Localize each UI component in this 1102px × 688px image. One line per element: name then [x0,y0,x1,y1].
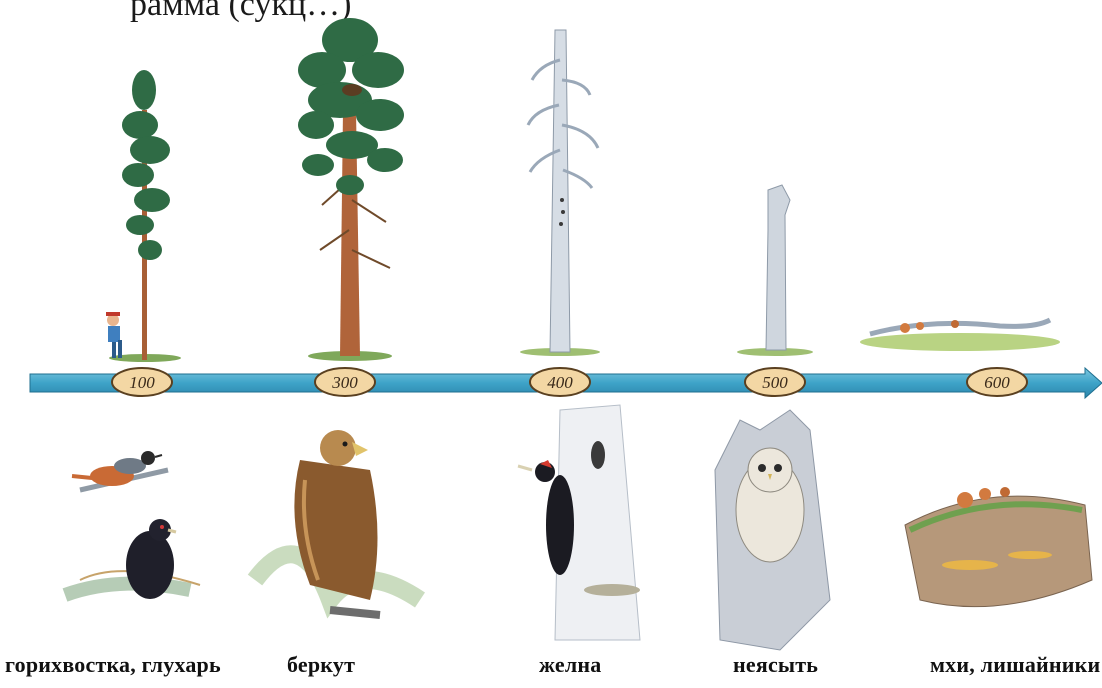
ural-owl-bird [715,410,830,650]
golden-eagle-bird [255,430,420,615]
age-marker-600: 600 [967,368,1027,396]
caption-ural-owl: неясыть [733,652,818,678]
age-marker-400: 400 [530,368,590,396]
black-woodpecker-bird [518,405,640,640]
mature-pine-tree [298,18,404,361]
caption-redstart-capercaillie: горихвостка, глухарь [5,652,221,678]
age-label-300: 300 [331,373,358,392]
age-label-600: 600 [984,373,1010,392]
age-label-500: 500 [762,373,788,392]
mosses-lichens [905,487,1092,607]
age-marker-500: 500 [745,368,805,396]
caption-golden-eagle: беркут [287,652,355,678]
snag-trunk [737,185,813,356]
age-marker-300: 300 [315,368,375,396]
redstart-bird [72,451,168,490]
person-figure [106,312,122,358]
dead-pine-tree [520,30,600,356]
capercaillie-bird [65,519,200,599]
young-pine-tree [109,70,181,362]
caption-mosses-lichens: мхи, лишайники [930,652,1100,678]
fallen-log-ground [860,320,1060,351]
age-marker-100: 100 [112,368,172,396]
age-label-400: 400 [547,373,573,392]
age-label-100: 100 [129,373,155,392]
caption-black-woodpecker: желна [539,652,601,678]
